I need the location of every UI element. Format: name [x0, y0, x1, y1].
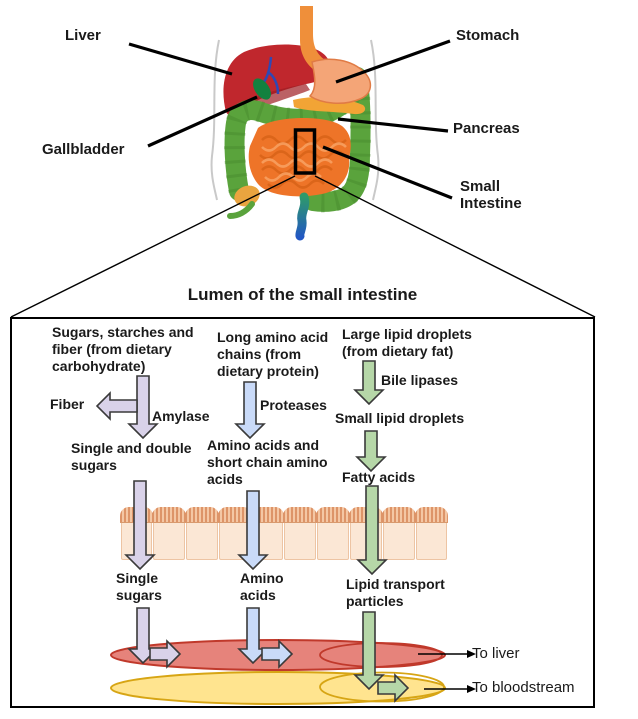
arrow-sugar-flow-right-icon: [149, 639, 182, 669]
zoom-line-right: [314, 175, 596, 318]
brush-border: [217, 507, 252, 523]
arrow-lipid-flow-right-icon: [377, 673, 410, 703]
to-liver-arrowhead-icon: [467, 650, 476, 658]
small-intestine-pointer-line: [322, 145, 453, 200]
pancreas-pointer-line: [337, 117, 449, 133]
epithelial-cell: [414, 507, 449, 560]
organ-pointer-lines: [128, 39, 453, 200]
brush-border: [152, 507, 187, 523]
lumen-box-border: [10, 317, 595, 708]
fat-intermediate: Small lipid droplets: [335, 410, 465, 426]
epithelial-cell: [217, 507, 252, 560]
rectum-shape: [295, 192, 310, 241]
brush-border: [185, 507, 219, 523]
arrow-amino-flow-right-icon: [261, 639, 294, 669]
amylase-label: Amylase: [152, 408, 210, 424]
protein-product: Amino acids and short chain amino acids: [207, 437, 328, 487]
brush-border: [316, 507, 351, 523]
arrow-amino-to-vessel-icon: [237, 607, 269, 665]
lumen-title: Lumen of the small intestine: [187, 285, 418, 304]
label-liver: Liver: [65, 27, 101, 44]
liver-shape: [223, 44, 331, 116]
carbohydrate-product: Single and double sugars: [71, 440, 192, 473]
absorbed-single-sugars: Single sugars: [116, 570, 162, 603]
liver-pointer-line: [128, 42, 233, 76]
destination-pointers: [418, 653, 467, 690]
label-pancreas: Pancreas: [453, 120, 520, 137]
zoom-line-left: [10, 175, 296, 318]
brush-border: [381, 507, 416, 523]
epithelial-cell: [381, 507, 416, 560]
arrow-fiber-branch-left-icon: [95, 391, 138, 421]
epithelial-cell: [283, 507, 318, 560]
fiber-label: Fiber: [50, 396, 85, 412]
fat-source: Large lipid droplets (from dietary fat): [342, 326, 472, 359]
gallbladder-shape: [253, 78, 271, 100]
esophagus-shape: [300, 6, 328, 74]
label-small-intestine: Small Intestine: [460, 178, 522, 212]
carbohydrate-source: Sugars, starches and fiber (from dietary…: [52, 324, 194, 374]
zoom-region-rectangle: [293, 128, 317, 175]
arrow-amylase-down-icon: [127, 375, 159, 440]
gallbladder-pointer-line: [147, 95, 258, 148]
proteases-label: Proteases: [260, 397, 327, 413]
label-stomach: Stomach: [456, 27, 520, 44]
to-liver-label: To liver: [472, 645, 520, 662]
arrow-amino-absorption-icon: [237, 490, 269, 571]
brush-border: [414, 507, 449, 523]
absorbed-lipid-particles: Lipid transport particles: [346, 576, 445, 609]
brush-border: [283, 507, 318, 523]
zoom-diverging-lines: [10, 175, 596, 318]
protein-source: Long amino acid chains (from dietary pro…: [217, 329, 329, 379]
epithelial-cell: [152, 507, 187, 560]
blood-vessel-inner-ellipse: [319, 642, 443, 668]
body-outline-right: [370, 39, 380, 201]
arrow-bile-lipases-down-icon: [353, 360, 385, 406]
to-bloodstream-arrowhead-icon: [467, 685, 476, 693]
label-gallbladder: Gallbladder: [42, 141, 125, 158]
arrow-lipid-absorption-icon: [356, 485, 388, 576]
arrow-lipid-to-vessel-icon: [353, 611, 385, 691]
bile-duct: [262, 56, 280, 95]
epithelial-cell: [185, 507, 219, 560]
digestive-system-illustration: [210, 6, 380, 241]
process-arrows: [95, 360, 410, 703]
epithelial-cell: [316, 507, 351, 560]
cecum-shape: [234, 185, 260, 207]
stomach-pointer-line: [335, 39, 451, 84]
lymph-vessel-inner-ellipse: [319, 671, 445, 703]
appendix-shape: [227, 201, 255, 219]
arrow-proteases-down-icon: [234, 381, 266, 440]
arrow-sugar-absorption-icon: [124, 480, 156, 571]
body-outline-left: [210, 39, 220, 201]
absorbed-amino-acids: Amino acids: [240, 570, 284, 603]
fat-product: Fatty acids: [342, 469, 416, 485]
to-bloodstream-label: To bloodstream: [472, 679, 575, 696]
bile-lipases-label: Bile lipases: [381, 372, 459, 388]
arrow-lipase-step2-down-icon: [355, 430, 387, 473]
